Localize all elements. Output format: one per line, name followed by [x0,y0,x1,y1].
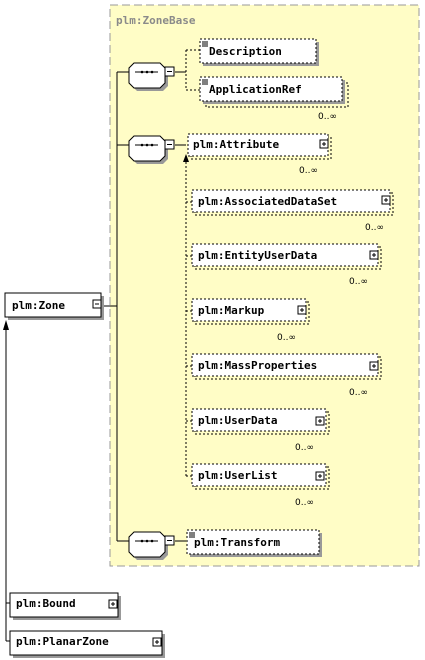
occurs-entity-user-data: 0..∞ [349,277,368,287]
element-associated-data-set-label: plm:AssociatedDataSet [198,195,337,208]
element-entity-user-data[interactable]: plm:EntityUserData 0..∞ [191,243,382,287]
group-arrowhead [183,154,189,162]
element-zone[interactable]: plm:Zone [4,292,104,320]
occurs-markup: 0..∞ [277,333,296,343]
element-markup-label: plm:Markup [198,304,265,317]
element-application-ref[interactable]: ApplicationRef 0..∞ [199,76,349,122]
element-transform-label: plm:Transform [194,536,280,549]
element-user-data[interactable]: plm:UserData 0..∞ [191,408,330,453]
element-mass-properties-label: plm:MassProperties [198,359,317,372]
occurs-mass-properties: 0..∞ [349,388,368,398]
element-transform[interactable]: plm:Transform [186,529,322,557]
element-bound-label: plm:Bound [16,597,76,610]
element-user-data-label: plm:UserData [198,414,277,427]
element-description[interactable]: Description [199,38,319,66]
element-description-label: Description [209,45,282,58]
occurs-user-data: 0..∞ [295,443,314,453]
sequence-compositor-3[interactable] [128,531,175,560]
element-attribute[interactable]: plm:Attribute 0..∞ [187,133,332,176]
zone-base-title: plm:ZoneBase [116,14,196,27]
element-markup[interactable]: plm:Markup 0..∞ [191,298,310,343]
element-attribute-label: plm:Attribute [193,138,279,151]
element-entity-user-data-label: plm:EntityUserData [198,249,317,262]
occurs-user-list: 0..∞ [295,498,314,508]
occurs-attribute: 0..∞ [299,166,318,176]
element-associated-data-set[interactable]: plm:AssociatedDataSet 0..∞ [191,189,394,233]
element-zone-label: plm:Zone [12,299,65,312]
occurs-associated-data-set: 0..∞ [365,223,384,233]
element-bound[interactable]: plm:Bound [9,592,121,620]
occurs-application-ref: 0..∞ [318,112,337,122]
element-planar-zone[interactable]: plm:PlanarZone [9,630,165,658]
sequence-compositor-1[interactable] [128,62,175,91]
sequence-compositor-2[interactable] [128,135,175,164]
element-user-list[interactable]: plm:UserList 0..∞ [191,463,330,508]
connectors [5,49,200,642]
element-application-ref-label: ApplicationRef [209,83,302,96]
element-mass-properties[interactable]: plm:MassProperties 0..∞ [191,353,382,398]
inheritance-arrowhead [3,320,9,330]
element-planar-zone-label: plm:PlanarZone [16,635,109,648]
element-user-list-label: plm:UserList [198,469,277,482]
